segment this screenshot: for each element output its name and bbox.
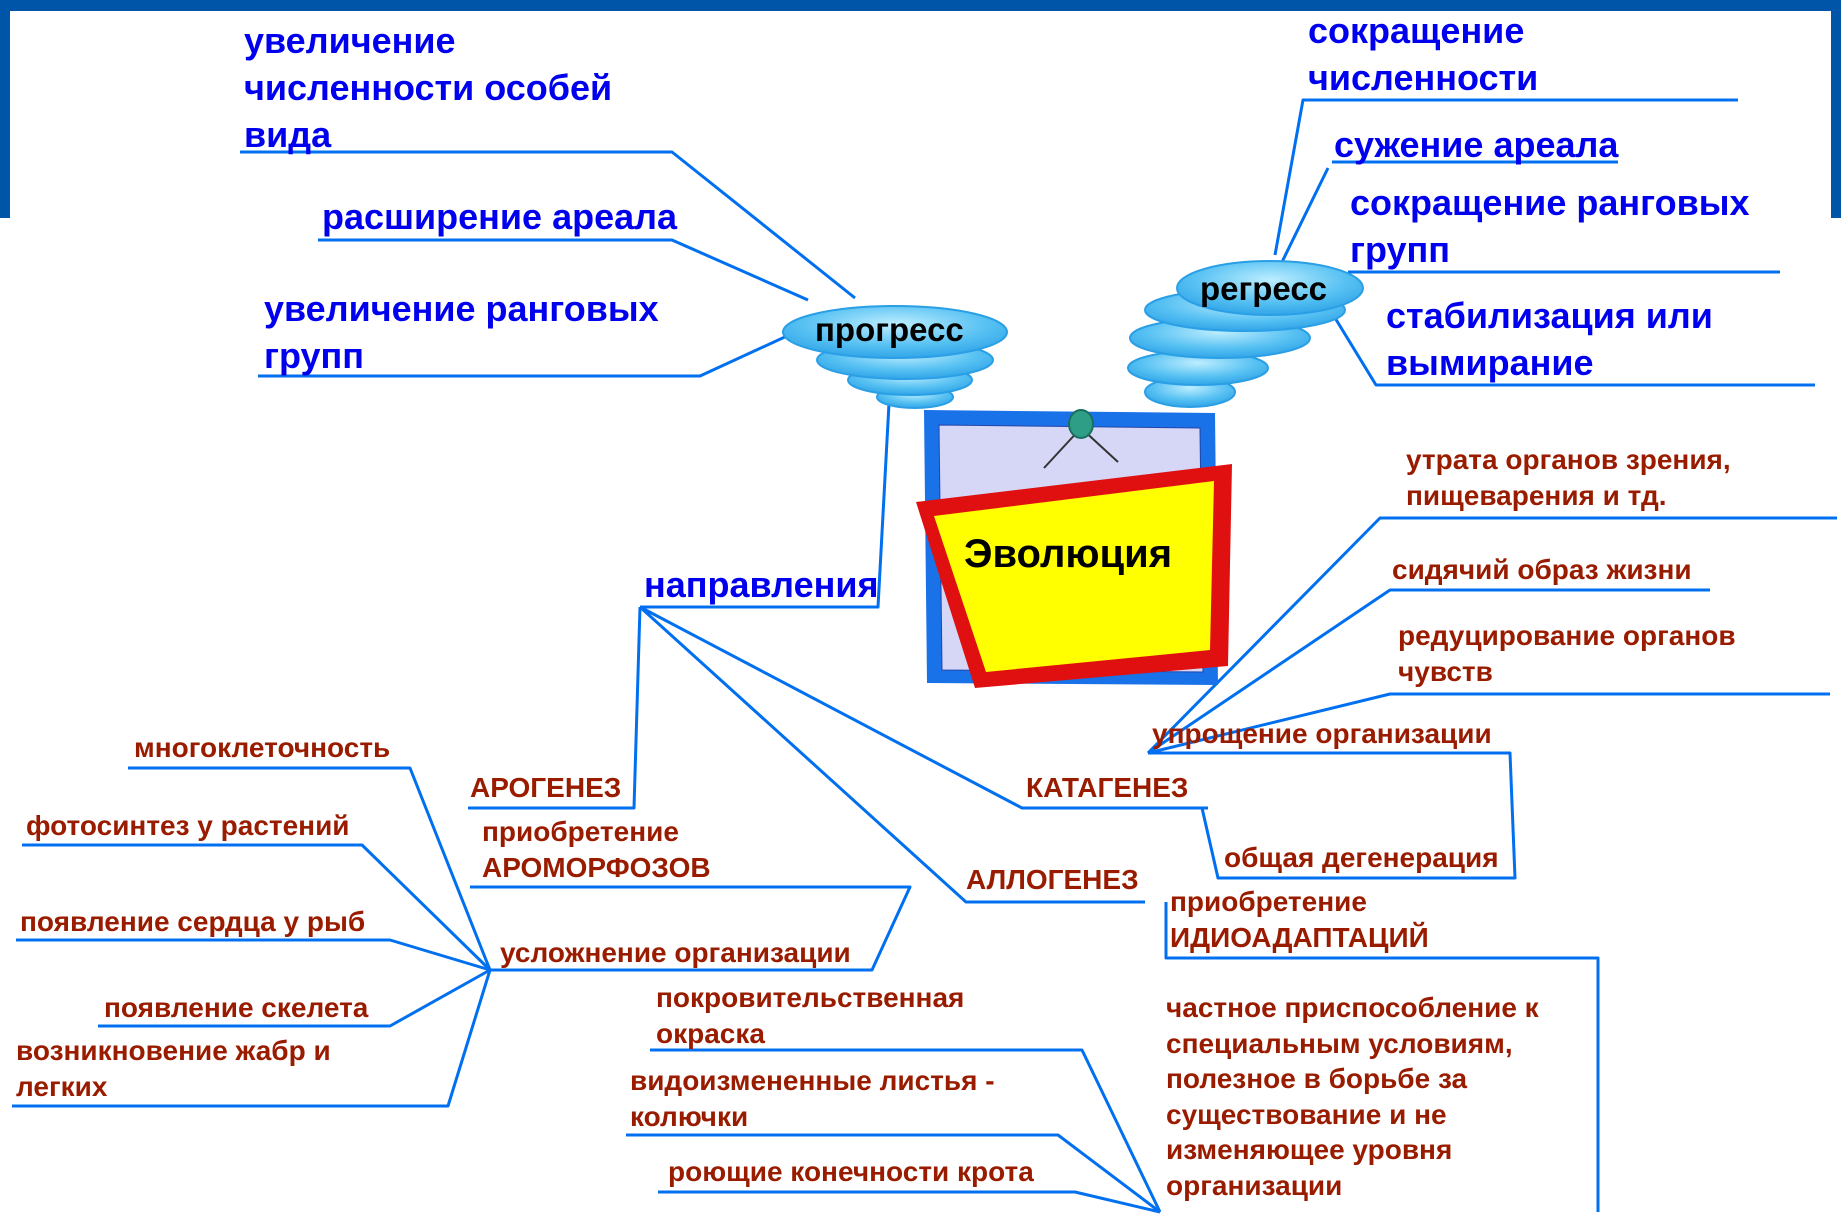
- allogenez-subtitle: приобретение ИДИОАДАПТАЦИЙ: [1170, 886, 1429, 953]
- allogenez-example-2: видоизмененные листья - колючки: [630, 1065, 995, 1132]
- connector-regress-3: [1280, 167, 1330, 263]
- connector-directions: [640, 384, 892, 609]
- katagenez-label: КАТАГЕНЕЗ: [1026, 772, 1189, 803]
- progress-item-3: увеличение ранговых групп: [264, 288, 659, 376]
- connector-allo-ex-2: [626, 1133, 1161, 1214]
- evolution-sign: [916, 464, 1232, 688]
- arogenez-example-5: возникновение жабр и легких: [16, 1035, 331, 1102]
- katagenez-example-2: сидячий образ жизни: [1392, 554, 1692, 585]
- center-title: Эволюция: [964, 532, 1173, 576]
- connector-aro-ex-5: [12, 969, 492, 1108]
- regress-item-2: сужение ареала: [1334, 124, 1619, 165]
- connector-aro-ex-3: [16, 938, 491, 972]
- connector-kata-deg: [1148, 751, 1517, 880]
- katagenez-example-1: утрата органов зрения, пищеварения и тд.: [1406, 444, 1731, 511]
- connector-allo-sub: [1164, 902, 1600, 1212]
- connector-regress-1: [1273, 98, 1738, 256]
- arogenez-example-1: многоклеточность: [134, 732, 391, 763]
- arogenez-subtitle: приобретение АРОМОРФОЗОВ: [482, 816, 711, 883]
- connector-allo-ex-1: [650, 1048, 1162, 1213]
- arogenez-example-2: фотосинтез у растений: [26, 810, 350, 841]
- arogenez-example-4: появление скелета: [104, 992, 369, 1023]
- connector-progress-3: [258, 328, 801, 378]
- allogenez-example-1: покровительственная окраска: [656, 982, 965, 1049]
- katagenez-simplification: упрощение организации: [1152, 718, 1492, 749]
- regress-item-1: сокращение численности: [1308, 10, 1539, 98]
- progress-cloud: [782, 305, 1008, 409]
- directions-label: направления: [644, 564, 879, 605]
- regress-label: регресс: [1200, 270, 1328, 307]
- connector-regress-5: [1316, 289, 1815, 387]
- connector-kata-ex-3: [1147, 692, 1830, 755]
- connector-katagenez: [639, 605, 1208, 810]
- regress-cloud: [1127, 260, 1364, 408]
- progress-item-2: расширение ареала: [322, 196, 678, 237]
- arogenez-complication: усложнение организации: [500, 937, 851, 968]
- katagenez-degeneration: общая дегенерация: [1224, 842, 1499, 873]
- progress-label: прогресс: [815, 311, 964, 348]
- connector-aro-ex-4: [98, 968, 491, 1028]
- slide-border: [0, 0, 1841, 218]
- allogenez-definition: частное приспособление к специальным усл…: [1166, 992, 1539, 1201]
- arogenez-example-3: появление сердца у рыб: [20, 906, 366, 937]
- connector-kata-ex-1: [1146, 516, 1837, 755]
- connector-kata-ex-2: [1147, 588, 1710, 755]
- regress-item-3: сокращение ранговых групп: [1350, 182, 1750, 270]
- progress-item-1: увеличение численности особей вида: [244, 20, 613, 155]
- connector-aro-ex-1: [128, 766, 492, 971]
- connector-progress-1: [240, 150, 856, 300]
- regress-item-4: стабилизация или вымирание: [1386, 295, 1713, 383]
- arogenez-label: АРОГЕНЕЗ: [470, 772, 622, 803]
- connector-arogenez-sub: [470, 885, 912, 972]
- connector-allo-ex-3: [658, 1190, 1161, 1214]
- connector-allogenez: [638, 605, 1145, 904]
- connector-arogenez: [468, 606, 642, 810]
- connector-aro-ex-2: [22, 843, 492, 972]
- allogenez-label: АЛЛОГЕНЕЗ: [966, 864, 1139, 895]
- connector-lines: [12, 98, 1837, 1214]
- allogenez-example-3: роющие конечности крота: [668, 1156, 1034, 1187]
- katagenez-example-3: редуцирование органов чувств: [1398, 620, 1736, 687]
- connector-progress-2: [318, 238, 809, 302]
